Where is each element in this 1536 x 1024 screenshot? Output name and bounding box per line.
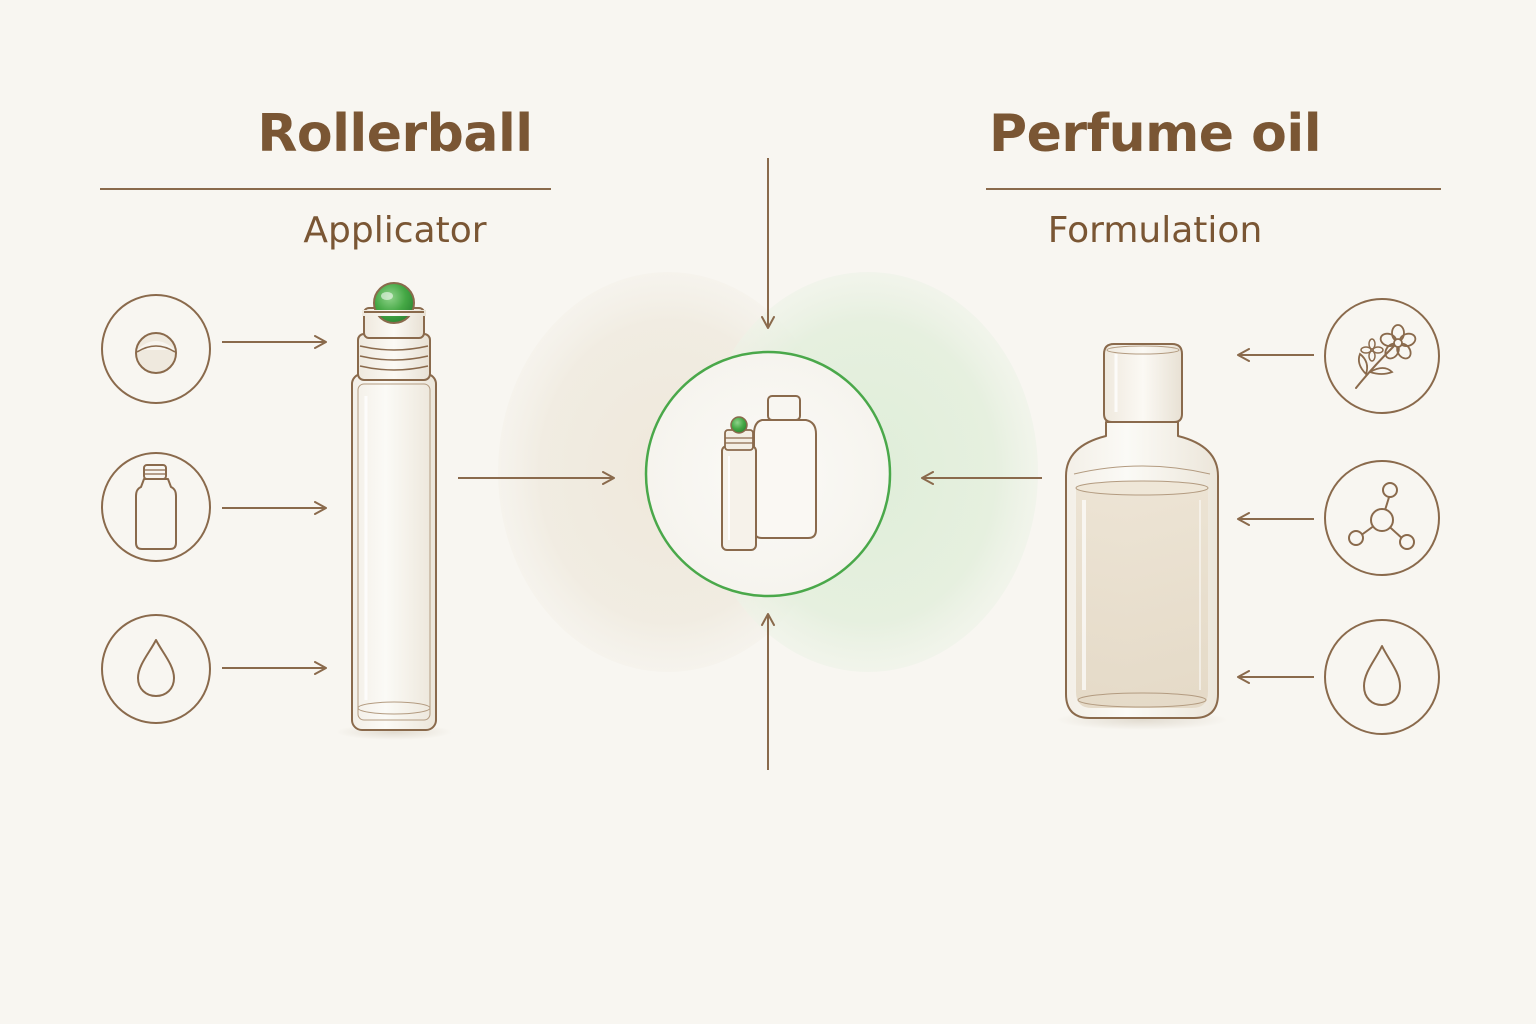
rollerball-and-bottle-icon xyxy=(721,395,817,551)
oil-drop-icon-left xyxy=(101,614,211,724)
roller-ball-icon xyxy=(101,294,211,404)
right-divider xyxy=(986,188,1441,190)
left-title: Rollerball xyxy=(257,104,533,164)
flower-icon xyxy=(1324,298,1440,414)
left-subtitle: Applicator xyxy=(303,210,487,251)
rollerball-bottle xyxy=(336,282,452,740)
right-subtitle: Formulation xyxy=(1047,210,1263,251)
left-divider xyxy=(100,188,551,190)
oil-drop-icon-right xyxy=(1324,619,1440,735)
small-bottle-icon xyxy=(101,452,211,562)
right-title: Perfume oil xyxy=(988,104,1322,164)
perfume-oil-bottle xyxy=(1056,343,1228,730)
molecule-icon xyxy=(1324,460,1440,576)
